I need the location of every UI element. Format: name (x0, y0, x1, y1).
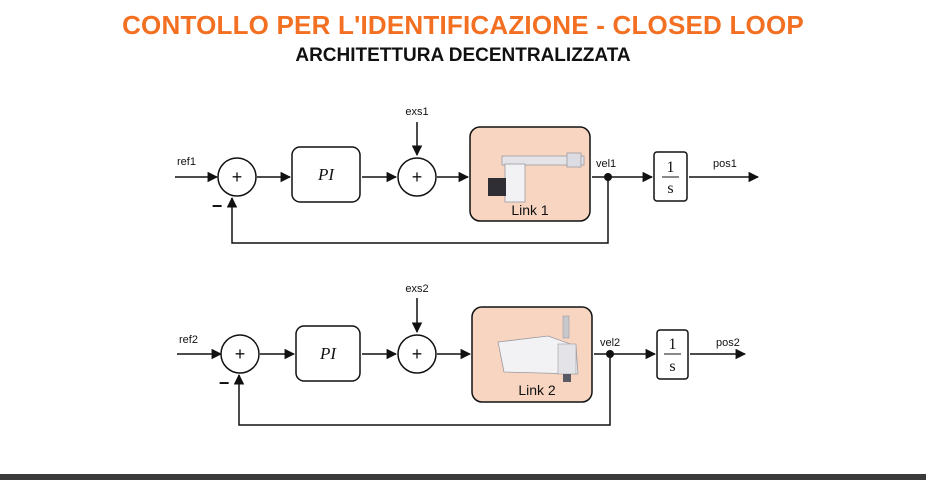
sum-junction-1-sign: + (232, 167, 243, 187)
pi-controller-1 (291, 146, 361, 203)
integrator-2-numerator: 1 (669, 336, 677, 353)
plant-link-1 (469, 126, 591, 222)
ref1-label: ref1 (177, 156, 196, 168)
pos2-label: pos2 (716, 337, 740, 349)
feedback2-sign: − (219, 373, 230, 393)
robot-link-1-image (488, 152, 585, 203)
integrator-2-denominator: s (669, 358, 675, 375)
feedback1-sign: − (212, 196, 223, 216)
pi-controller-2 (295, 325, 361, 382)
loop-1: + + PI Link 1 1 s ref1 exs1 vel1 (175, 106, 760, 244)
vel2-label: vel2 (600, 337, 620, 349)
pos1-label: pos1 (713, 158, 737, 170)
exs2-label: exs2 (405, 283, 428, 295)
slide-title: CONTOLLO PER L'IDENTIFICAZIONE - CLOSED … (122, 10, 804, 40)
slide-subtitle: ARCHITETTURA DECENTRALIZZATA (295, 45, 631, 66)
sum-junction-2-sign: + (235, 344, 246, 364)
vel1-label: vel1 (596, 158, 616, 170)
sum-junction-2 (220, 334, 260, 374)
sum-junction-1b (397, 157, 437, 197)
branch-point-1 (604, 173, 612, 181)
feedback2-path (233, 354, 611, 426)
sum-junction-2b-sign: + (412, 344, 423, 364)
pi-controller-1-label: PI (317, 165, 335, 184)
loop-2: + + PI Link 2 1 s ref2 exs2 vel2 (177, 283, 747, 426)
robot-link-2-image (497, 315, 579, 382)
branch-point-2 (606, 350, 614, 358)
integrator-1-denominator: s (667, 180, 673, 197)
sum-junction-1b-sign: + (412, 167, 423, 187)
slide-bottom-bar (0, 474, 926, 480)
plant-link-1-label: Link 1 (511, 202, 549, 218)
feedback1-path (226, 177, 609, 244)
integrator-1-numerator: 1 (667, 159, 675, 176)
sum-junction-1 (217, 157, 257, 197)
exs1-label: exs1 (405, 106, 428, 118)
sum-junction-2b (397, 334, 437, 374)
pi-controller-2-label: PI (319, 344, 337, 363)
plant-link-2-label: Link 2 (518, 382, 556, 398)
ref2-label: ref2 (179, 334, 198, 346)
